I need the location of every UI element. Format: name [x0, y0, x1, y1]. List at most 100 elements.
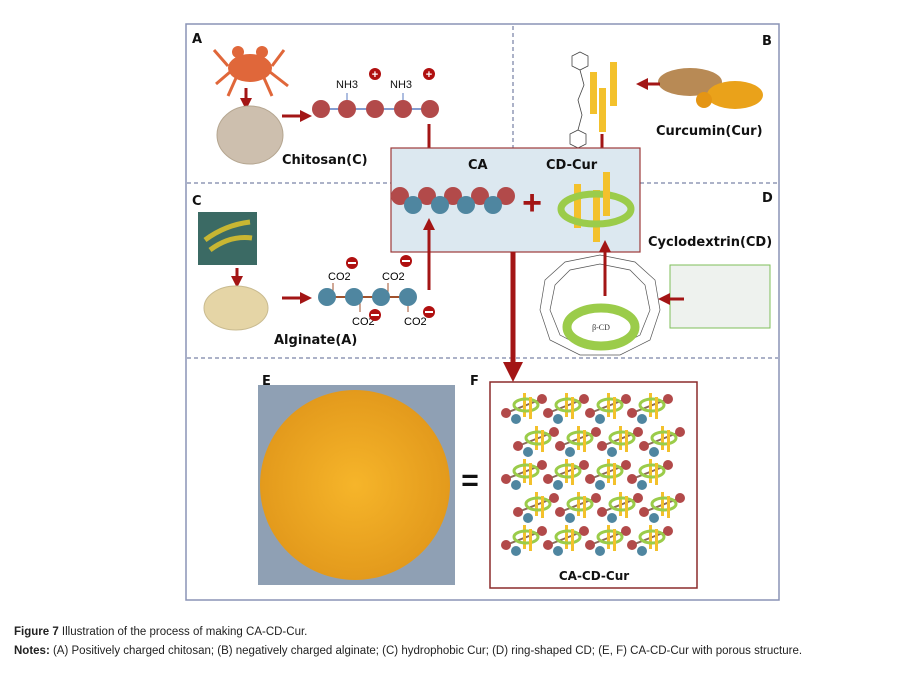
cdcur-label: CD-Cur	[546, 158, 598, 173]
chitosan-bead	[663, 394, 673, 404]
cd-ring	[512, 529, 540, 545]
chitosan-bead	[537, 460, 547, 470]
porous-network	[501, 393, 685, 556]
cyclodextrin-label: Cyclodextrin(CD)	[648, 235, 772, 250]
chitosan-bead	[621, 394, 631, 404]
chitosan-bead	[639, 507, 649, 517]
chitosan-bead	[585, 540, 595, 550]
alginate-bead	[511, 546, 521, 556]
curcumin-bar	[655, 529, 658, 551]
caption-title: Illustration of the process of making CA…	[58, 626, 308, 638]
cd-ring	[608, 496, 636, 512]
chitosan-bead	[549, 427, 559, 437]
curcumin-bar	[565, 525, 568, 549]
cd-ring	[512, 397, 540, 413]
svg-text:+: +	[426, 69, 432, 81]
curcumin-bar	[607, 393, 610, 417]
chitosan-bead	[597, 507, 607, 517]
chitosan-bead	[501, 540, 511, 550]
alginate-bead	[637, 480, 647, 490]
chitosan-bead	[663, 526, 673, 536]
panel-label-b: B	[762, 34, 772, 49]
alginate-chain	[318, 283, 417, 312]
cd-ring	[562, 303, 640, 351]
positive-charge-icon: +	[369, 68, 381, 81]
curcumin-bar	[523, 525, 526, 549]
curcumin-bar	[613, 397, 616, 419]
nh3-label: NH3	[390, 79, 412, 91]
cd-powder-image	[669, 264, 771, 329]
chitosan-bead	[501, 474, 511, 484]
cd-ring	[554, 397, 582, 413]
co2-label: CO2	[404, 316, 427, 328]
alginate-bead	[511, 414, 521, 424]
chitosan-bead	[675, 427, 685, 437]
curcumin-bar	[571, 463, 574, 485]
co2-label: CO2	[328, 271, 351, 283]
cyclodextrin-structure	[539, 254, 661, 356]
notes-bold: Notes:	[14, 645, 50, 657]
curcumin-bar	[535, 492, 538, 516]
co2-label: CO2	[352, 316, 375, 328]
curcumin-bar	[523, 393, 526, 417]
chitosan-bead	[585, 408, 595, 418]
ca-label: CA	[468, 158, 488, 173]
chitosan-bead	[543, 408, 553, 418]
nh3-label: NH3	[336, 79, 358, 91]
cd-ring	[524, 496, 552, 512]
alginate-bead	[637, 414, 647, 424]
alginate-bead	[649, 447, 659, 457]
chitosan-bead	[555, 441, 565, 451]
chitosan-powder-image	[216, 105, 284, 165]
chitosan-bead	[513, 441, 523, 451]
chitosan-chain	[312, 93, 439, 118]
curcumin-bar	[577, 492, 580, 516]
panel-label-a: A	[192, 32, 202, 47]
panel-dividers	[187, 26, 778, 359]
cd-ring	[512, 463, 540, 479]
chitosan-bead	[675, 493, 685, 503]
alginate-bead	[649, 513, 659, 523]
cd-ring	[650, 496, 678, 512]
alginate-powder-image	[203, 285, 269, 331]
curcumin-bar	[667, 430, 670, 452]
curcumin-bar	[661, 426, 664, 450]
curcumin-bar	[583, 430, 586, 452]
alginate-label: Alginate(A)	[274, 333, 357, 348]
alginate-bead	[511, 480, 521, 490]
cd-ring	[554, 529, 582, 545]
chitosan-bead	[639, 441, 649, 451]
result-label: CA-CD-Cur	[559, 569, 629, 583]
chitosan-bead	[537, 394, 547, 404]
curcumin-bar	[583, 496, 586, 518]
curcumin-bar	[535, 426, 538, 450]
svg-text:+: +	[372, 69, 378, 81]
alginate-bead	[553, 414, 563, 424]
chitosan-bead	[621, 460, 631, 470]
cd-cur-inclusion	[557, 172, 635, 242]
alginate-bead	[637, 546, 647, 556]
curcumin-bar	[655, 397, 658, 419]
notes-text: (A) Positively charged chitosan; (B) neg…	[49, 645, 803, 657]
beta-cd-label: β-CD	[592, 323, 610, 332]
curcumin-bar	[625, 430, 628, 452]
chitosan-bead	[501, 408, 511, 418]
alginate-bead	[595, 546, 605, 556]
crab-image	[212, 46, 289, 97]
alginate-bead	[523, 447, 533, 457]
chitosan-bead	[663, 460, 673, 470]
alginate-bead	[607, 513, 617, 523]
curcumin-bar	[619, 492, 622, 516]
panel-label-c: C	[192, 194, 202, 209]
cd-ring	[608, 430, 636, 446]
cd-ring	[638, 463, 666, 479]
chitosan-bead	[597, 441, 607, 451]
figure-caption: Figure 7 Illustration of the process of …	[14, 626, 307, 638]
curcumin-bar	[625, 496, 628, 518]
curcumin-bar	[649, 525, 652, 549]
plus-sign: +	[522, 184, 542, 222]
chitosan-bead	[579, 526, 589, 536]
panel-label-d: D	[762, 191, 773, 206]
chitosan-bead	[633, 427, 643, 437]
